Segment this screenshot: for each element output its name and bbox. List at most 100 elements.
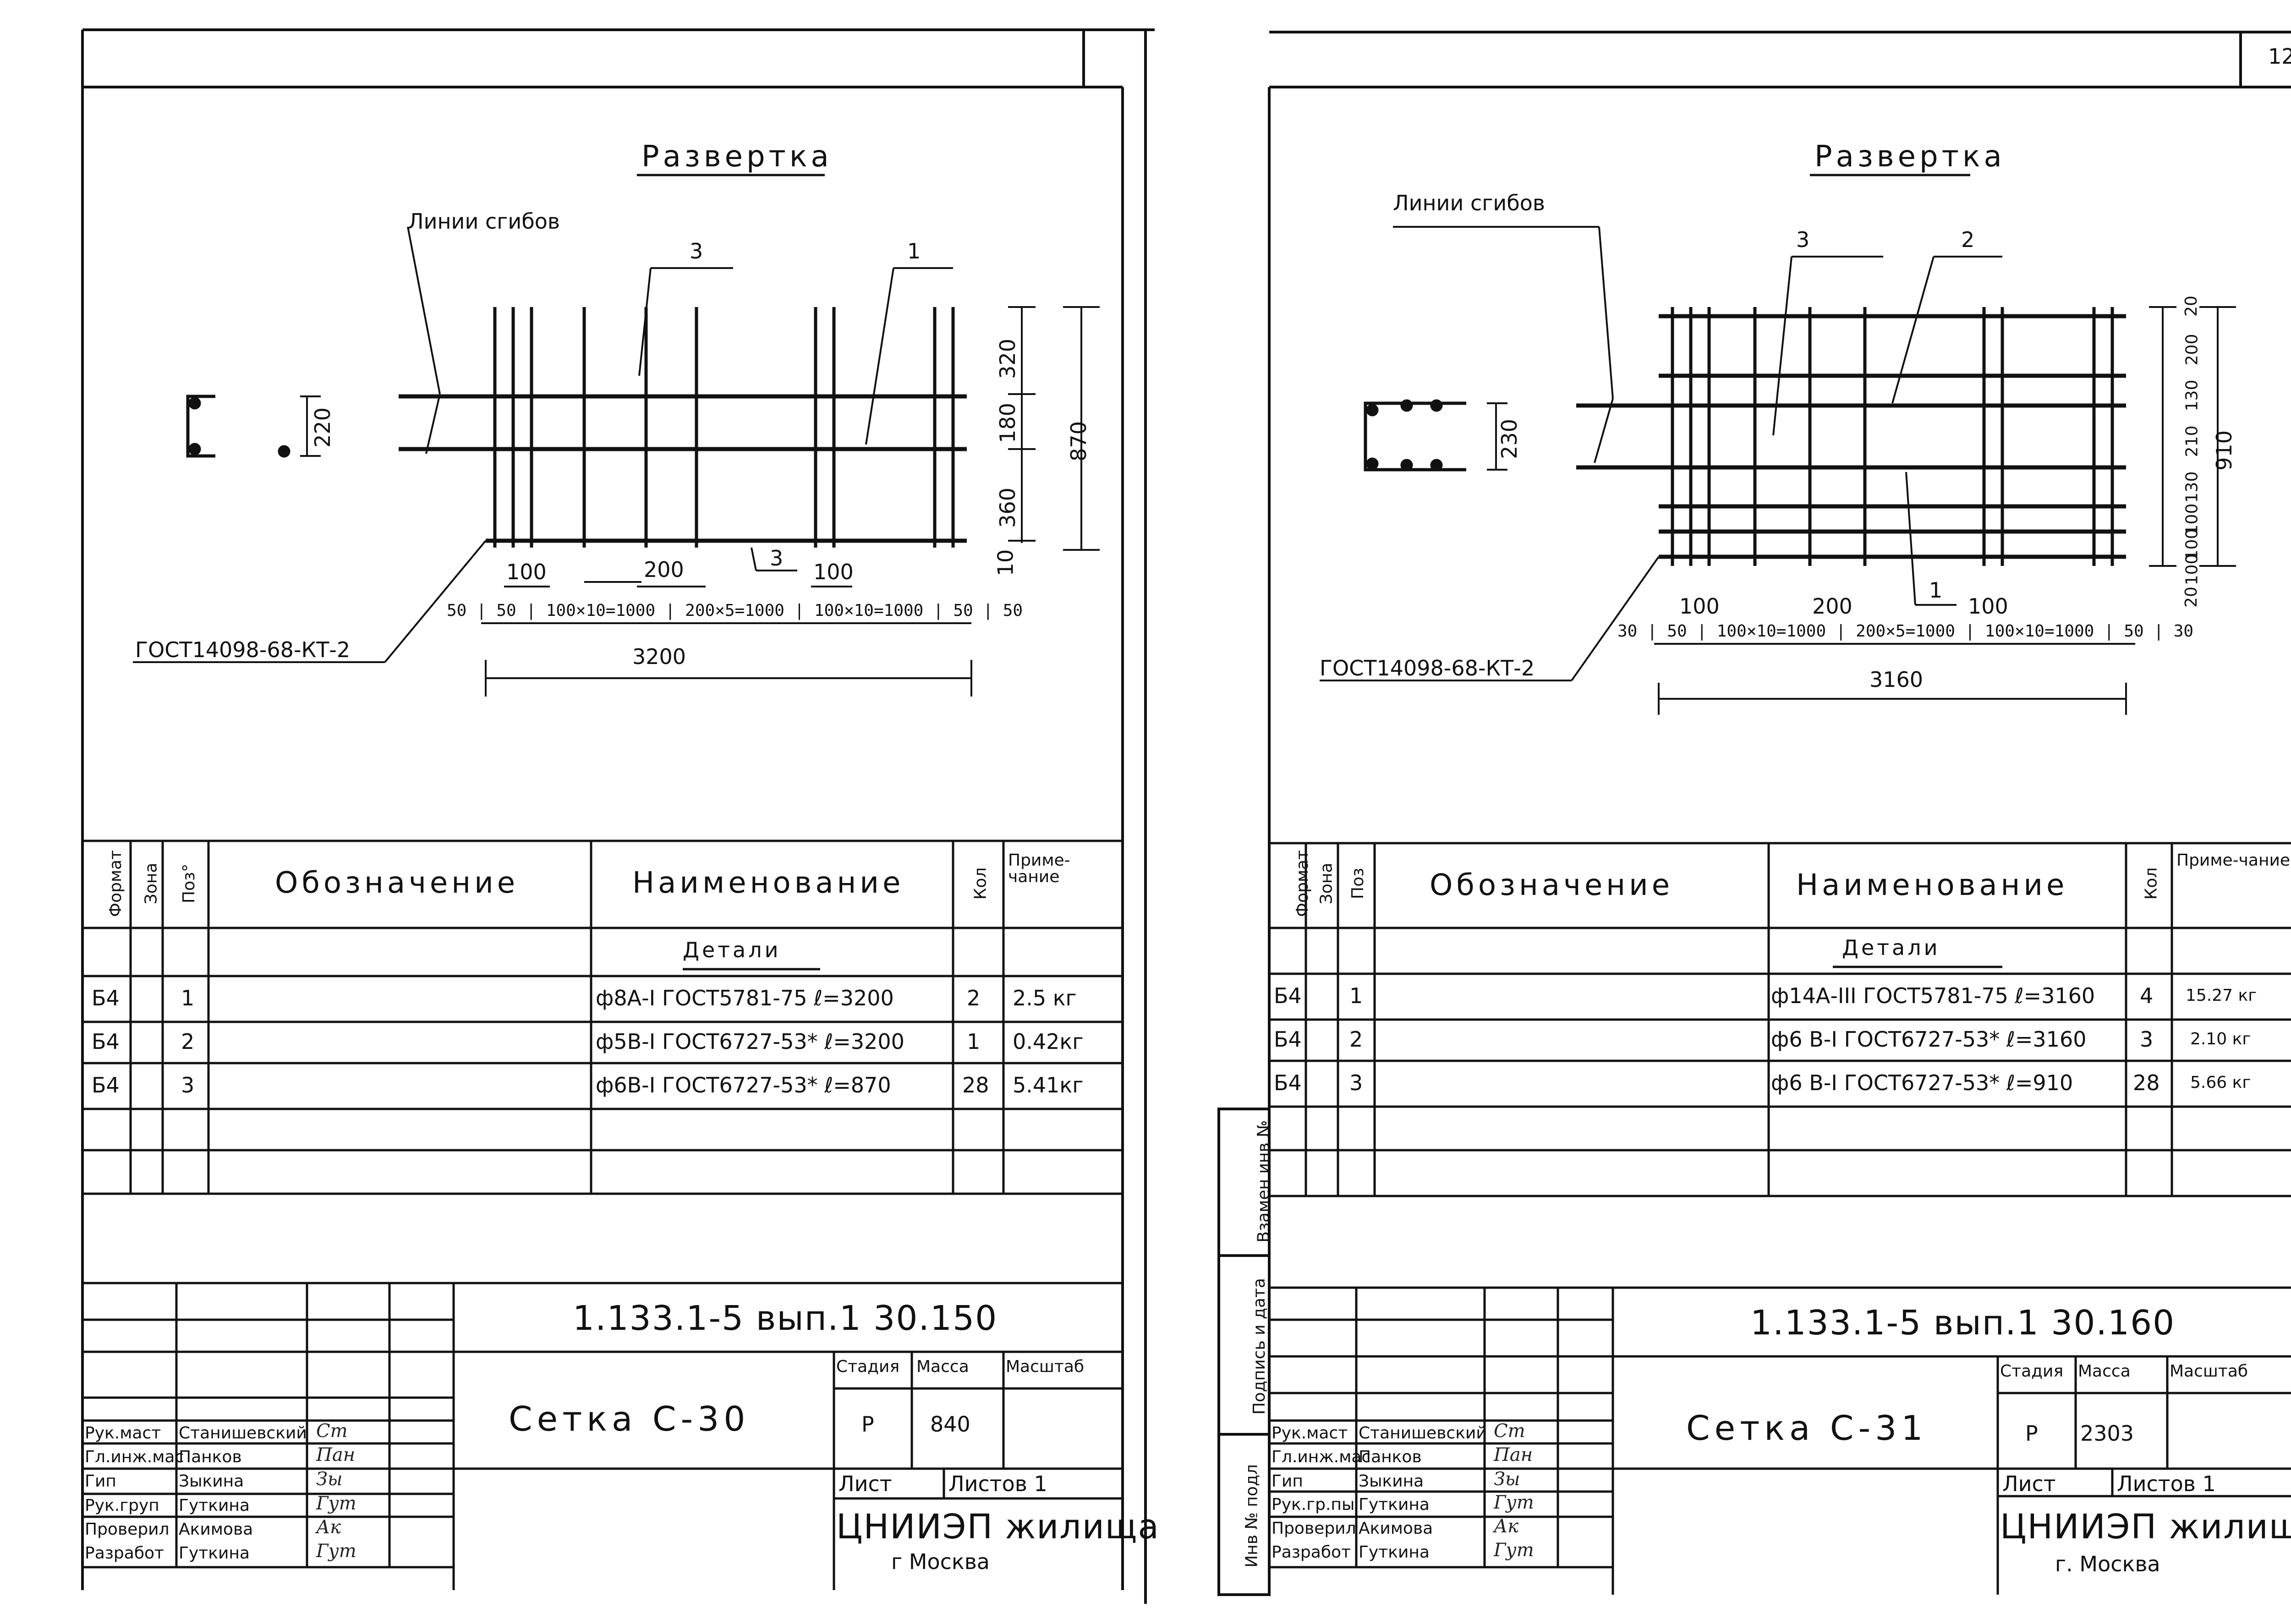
signature: Ак	[1494, 1516, 1519, 1537]
row-note: 2.5 кг	[1013, 986, 1077, 1010]
callout-3-bottom: 3	[770, 546, 784, 571]
row-format: Б4	[92, 1029, 120, 1054]
row-qty: 1	[967, 1029, 981, 1054]
col-note-header: Приме-чание	[2176, 851, 2291, 870]
signature: Зы	[316, 1469, 343, 1490]
role: Рук.маст	[1272, 1424, 1348, 1443]
spec-table-grid	[82, 839, 1123, 1195]
person-name: Панков	[1359, 1448, 1422, 1466]
row-note: 15.27 кг	[2186, 986, 2257, 1005]
callout-2: 2	[1961, 227, 1975, 252]
role: Разработ	[85, 1544, 164, 1563]
unfolding-drawing	[133, 174, 1100, 697]
row-pos: 3	[1349, 1070, 1363, 1095]
doc-code: 1.133.1-5 вып.1 30.160	[1750, 1303, 2176, 1343]
row-note: 5.66 кг	[2190, 1073, 2251, 1092]
row-note: 5.41кг	[1013, 1073, 1084, 1097]
row-format: Б4	[1274, 1027, 1302, 1052]
dim-100-right: 100	[1968, 594, 2008, 619]
role: Проверил	[1272, 1519, 1356, 1538]
col-designation-header: Обозначение	[1430, 868, 1674, 902]
col-name-header: Наименование	[1796, 868, 2068, 902]
signature: Ак	[316, 1517, 341, 1538]
product-name: Сетка С-31	[1686, 1409, 1928, 1448]
row-qty: 28	[2133, 1070, 2160, 1095]
person-name: Зыкина	[1359, 1472, 1424, 1491]
organization-city: г. Москва	[2055, 1552, 2160, 1576]
signature: Пан	[316, 1444, 356, 1465]
col-note-header: Приме-чание	[1008, 851, 1070, 886]
bend-lines-label: Линии сгибов	[1393, 191, 1545, 215]
spec-table-grid	[1269, 842, 2291, 1197]
callout-3: 3	[1796, 227, 1810, 252]
mass-value: 2303	[2080, 1421, 2134, 1446]
signature: Гут	[316, 1541, 356, 1562]
bend-lines-label: Линии сгибов	[408, 209, 560, 234]
row-format: Б4	[1274, 1070, 1302, 1095]
person-name: Станишевский	[1359, 1424, 1487, 1443]
role: Гип	[1272, 1472, 1303, 1491]
col-name-header: Наименование	[632, 866, 904, 900]
scale-label: Масштаб	[2170, 1362, 2248, 1381]
organization: ЦНИИЭП жилища	[836, 1507, 1160, 1547]
doc-code: 1.133.1-5 вып.1 30.150	[573, 1299, 998, 1338]
signature: Гут	[316, 1493, 356, 1514]
sheet-label: Лист	[2002, 1471, 2056, 1496]
role: Рук.груп	[85, 1496, 159, 1515]
signature: Пан	[1494, 1444, 1533, 1465]
row-format: Б4	[92, 1073, 120, 1097]
row-name: ф6 В-I ГОСТ6727-53* ℓ=910	[1771, 1070, 2073, 1095]
page-number: 121	[2268, 44, 2291, 69]
row-qty: 3	[2140, 1027, 2154, 1052]
row-note: 0.42кг	[1013, 1029, 1084, 1054]
dim-100-left: 100	[506, 560, 547, 584]
title-block-grid	[82, 1282, 1123, 1590]
row-name: ф6В-I ГОСТ6727-53* ℓ=870	[596, 1073, 891, 1097]
unfolding-drawing	[1320, 174, 2236, 715]
person-name: Акимова	[179, 1520, 253, 1539]
mass-label: Масса	[916, 1357, 969, 1376]
row-name: ф5В-I ГОСТ6727-53* ℓ=3200	[596, 1029, 904, 1054]
row-pos: 2	[181, 1029, 195, 1054]
person-name: Станишевский	[179, 1424, 307, 1443]
signature: Ст	[316, 1421, 348, 1442]
drawing-sheet-c30: Развертка Линии сгибов 3 1 3 220 320 180…	[81, 28, 1160, 1604]
row-pos: 3	[181, 1073, 195, 1097]
role: Гл.инж.мас	[1272, 1448, 1371, 1466]
organization: ЦНИИЭП жилища	[2000, 1507, 2291, 1547]
person-name: Гуткина	[179, 1496, 250, 1515]
role: Разработ	[1272, 1543, 1351, 1562]
row-note: 2.10 кг	[2190, 1030, 2251, 1048]
signature: Гут	[1494, 1492, 1534, 1513]
row-pos: 2	[1349, 1027, 1363, 1052]
dim-chain-bottom: 50 | 50 | 100×10=1000 | 200×5=1000 | 100…	[447, 601, 1023, 620]
stage-value: Р	[2025, 1421, 2038, 1446]
role: Рук.гр.пы	[1272, 1495, 1355, 1514]
signature: Гут	[1494, 1540, 1534, 1561]
row-name: ф8А-I ГОСТ5781-75 ℓ=3200	[596, 986, 894, 1010]
role: Проверил	[85, 1520, 170, 1539]
title-block-grid	[1269, 1286, 2291, 1595]
row-format: Б4	[1274, 983, 1302, 1008]
cross-section-profile	[186, 395, 215, 458]
person-name: Панков	[179, 1448, 242, 1466]
drawing-title: Развертка	[641, 140, 833, 174]
sheets-count: Листов 1	[2117, 1471, 2216, 1496]
sheets-count: Листов 1	[948, 1471, 1047, 1496]
dim-200: 200	[1812, 594, 1853, 619]
sheet-frame	[1217, 31, 2291, 1596]
drawing-sheet-c31: 121 Взамен инв № Подпись и дата Инв № по…	[1182, 0, 2291, 1624]
row-qty: 2	[967, 986, 981, 1010]
signature: Зы	[1494, 1469, 1520, 1490]
organization-city: г Москва	[891, 1549, 990, 1574]
mass-value: 840	[930, 1412, 970, 1437]
dim-3200: 3200	[632, 644, 686, 669]
callout-3: 3	[690, 239, 703, 263]
callout-1: 1	[1929, 578, 1943, 603]
cross-section-profile	[1364, 401, 1466, 472]
row-qty: 28	[962, 1073, 989, 1097]
gost-label: ГОСТ14098-68-КТ-2	[1320, 656, 1535, 680]
dim-100-right: 100	[813, 560, 854, 584]
row-name: ф6 В-I ГОСТ6727-53* ℓ=3160	[1771, 1027, 2087, 1052]
dim-100-left: 100	[1679, 594, 1720, 619]
